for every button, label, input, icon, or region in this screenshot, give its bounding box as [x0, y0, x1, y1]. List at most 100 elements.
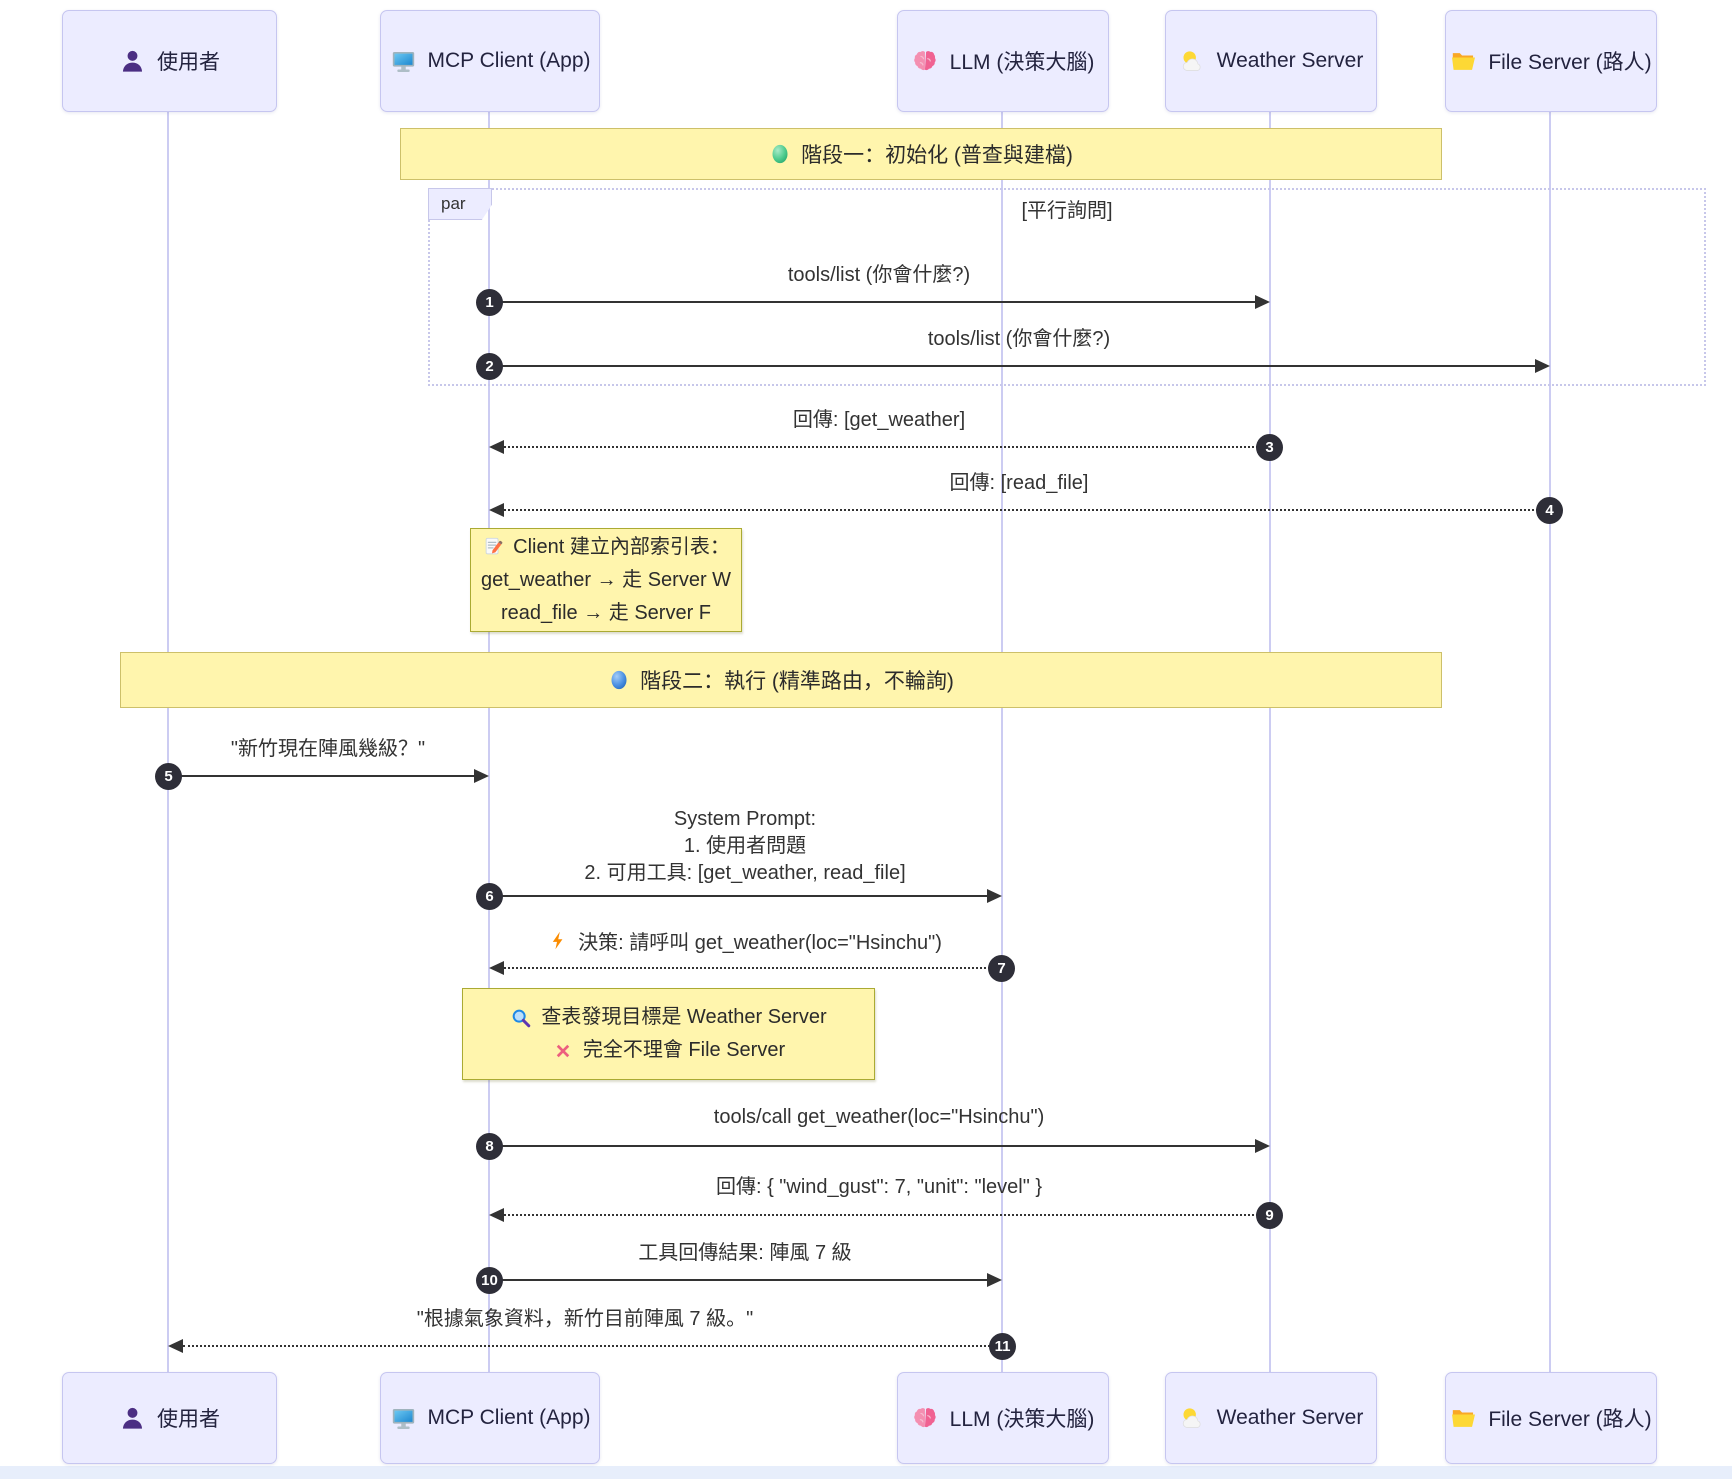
arrowhead [489, 440, 504, 454]
arrowhead [1255, 1139, 1270, 1153]
message-label: 回傳: { "wind_gust": 7, "unit": "level" } [715, 1176, 1043, 1198]
blue-circle-icon [608, 668, 630, 692]
message-label: 決策: 請呼叫 get_weather(loc="Hsinchu") [445, 926, 1045, 955]
message-line [504, 446, 1270, 448]
message-label: 工具回傳結果: 陣風 7 級 [638, 1242, 852, 1264]
phase-banner-1: 階段一：初始化 (普查與建檔) [400, 128, 1442, 180]
message-number-badge: 5 [155, 763, 182, 790]
actor-box-llm-top: LLM (決策大腦) [897, 10, 1109, 112]
message-number-badge: 3 [1256, 434, 1283, 461]
actor-label: LLM (決策大腦) [949, 1408, 1095, 1431]
message-number-badge: 8 [476, 1133, 503, 1160]
par-frame: par [平行詢問] [428, 188, 1706, 386]
person-icon [119, 48, 146, 75]
arrowhead [474, 769, 489, 783]
message-number-badge: 2 [476, 353, 503, 380]
par-label-tab: par [428, 188, 492, 220]
actor-label: File Server (路人) [1488, 51, 1652, 74]
phase-banner-label: 階段一：初始化 (普查與建檔) [801, 144, 1073, 167]
message-line [168, 775, 474, 777]
note-line-text: get_weather → 走 Server W [480, 568, 732, 591]
brain-icon [912, 48, 939, 75]
arrowhead [489, 1208, 504, 1222]
message-number-badge: 6 [476, 883, 503, 910]
message-number-badge: 9 [1256, 1202, 1283, 1229]
message-line [489, 301, 1256, 303]
message-label: "新竹現在陣風幾級？" [230, 738, 426, 760]
actor-label: Weather Server [1216, 49, 1364, 72]
actor-label: Weather Server [1216, 1406, 1364, 1429]
par-condition: [平行詢問] [1021, 200, 1113, 222]
note-client-index: Client 建立內部索引表： get_weather → 走 Server W… [470, 528, 742, 632]
note-line-text: 查表發現目標是 Weather Server [541, 1006, 827, 1028]
actor-box-mcp-client-top: MCP Client (App) [380, 10, 600, 112]
par-label: par [441, 194, 466, 213]
message-line [504, 509, 1550, 511]
message-label-text: 決策: 請呼叫 get_weather(loc="Hsinchu") [578, 932, 942, 954]
folder-icon [1450, 1405, 1477, 1432]
brain-icon [912, 1405, 939, 1432]
message-line [504, 967, 990, 969]
actor-label: LLM (決策大腦) [949, 51, 1095, 74]
magnifier-icon [510, 1007, 532, 1029]
message-number-badge: 10 [476, 1267, 503, 1294]
message-number-badge: 4 [1536, 497, 1563, 524]
lifeline-llm [1001, 110, 1003, 1372]
monitor-icon [390, 48, 417, 75]
phase-banner-2: 階段二：執行 (精準路由，不輪詢) [120, 652, 1442, 708]
message-line [489, 895, 990, 897]
bottom-strip [0, 1466, 1732, 1479]
arrowhead [987, 889, 1002, 903]
sun-cloud-icon [1179, 48, 1206, 75]
monitor-icon [390, 1405, 417, 1432]
message-label: System Prompt: 1. 使用者問題 2. 可用工具: [get_we… [584, 808, 906, 884]
actor-box-weather-server-top: Weather Server [1165, 10, 1377, 112]
actor-box-user-bottom: 使用者 [62, 1372, 277, 1464]
message-label: "根據氣象資料，新竹目前陣風 7 級。" [416, 1308, 754, 1330]
message-line [504, 1214, 1270, 1216]
memo-icon [482, 536, 504, 558]
message-label: tools/list (你會什麼?) [927, 328, 1111, 350]
actor-label: MCP Client (App) [427, 1406, 591, 1429]
actor-box-user-top: 使用者 [62, 10, 277, 112]
note-routing-decision: 查表發現目標是 Weather Server 完全不理會 File Server [462, 988, 875, 1080]
arrowhead [168, 1339, 183, 1353]
arrowhead [489, 503, 504, 517]
message-line [489, 1279, 990, 1281]
lifeline-mcp-client [488, 110, 490, 1372]
phase-banner-label: 階段二：執行 (精準路由，不輪詢) [640, 670, 954, 693]
actor-label: 使用者 [157, 51, 220, 74]
sun-cloud-icon [1179, 1405, 1206, 1432]
arrowhead [987, 1273, 1002, 1287]
message-line [489, 1145, 1256, 1147]
actor-box-mcp-client-bottom: MCP Client (App) [380, 1372, 600, 1464]
lifeline-file-server [1549, 110, 1551, 1372]
bolt-icon [548, 929, 569, 952]
message-label: 回傳: [get_weather] [792, 409, 966, 431]
message-label: 回傳: [read_file] [949, 472, 1089, 494]
green-circle-icon [769, 142, 791, 166]
actor-box-file-server-top: File Server (路人) [1445, 10, 1657, 112]
lifeline-weather-server [1269, 110, 1271, 1372]
person-icon [119, 1405, 146, 1432]
actor-box-file-server-bottom: File Server (路人) [1445, 1372, 1657, 1464]
message-label: tools/call get_weather(loc="Hsinchu") [713, 1106, 1045, 1128]
lifeline-user [167, 110, 169, 1372]
arrowhead [489, 961, 504, 975]
actor-label: 使用者 [157, 1408, 220, 1431]
message-number-badge: 7 [988, 955, 1015, 982]
actor-label: File Server (路人) [1488, 1408, 1652, 1431]
x-icon [552, 1040, 574, 1062]
message-label: tools/list (你會什麼?) [787, 264, 971, 286]
actor-label: MCP Client (App) [427, 49, 591, 72]
note-line-text: 完全不理會 File Server [582, 1039, 786, 1061]
message-line [183, 1345, 1002, 1347]
folder-icon [1450, 48, 1477, 75]
arrowhead [1255, 295, 1270, 309]
message-line [489, 365, 1536, 367]
note-line-text: read_file → 走 Server F [500, 601, 712, 624]
message-number-badge: 11 [989, 1333, 1016, 1360]
actor-box-weather-server-bottom: Weather Server [1165, 1372, 1377, 1464]
message-number-badge: 1 [476, 289, 503, 316]
